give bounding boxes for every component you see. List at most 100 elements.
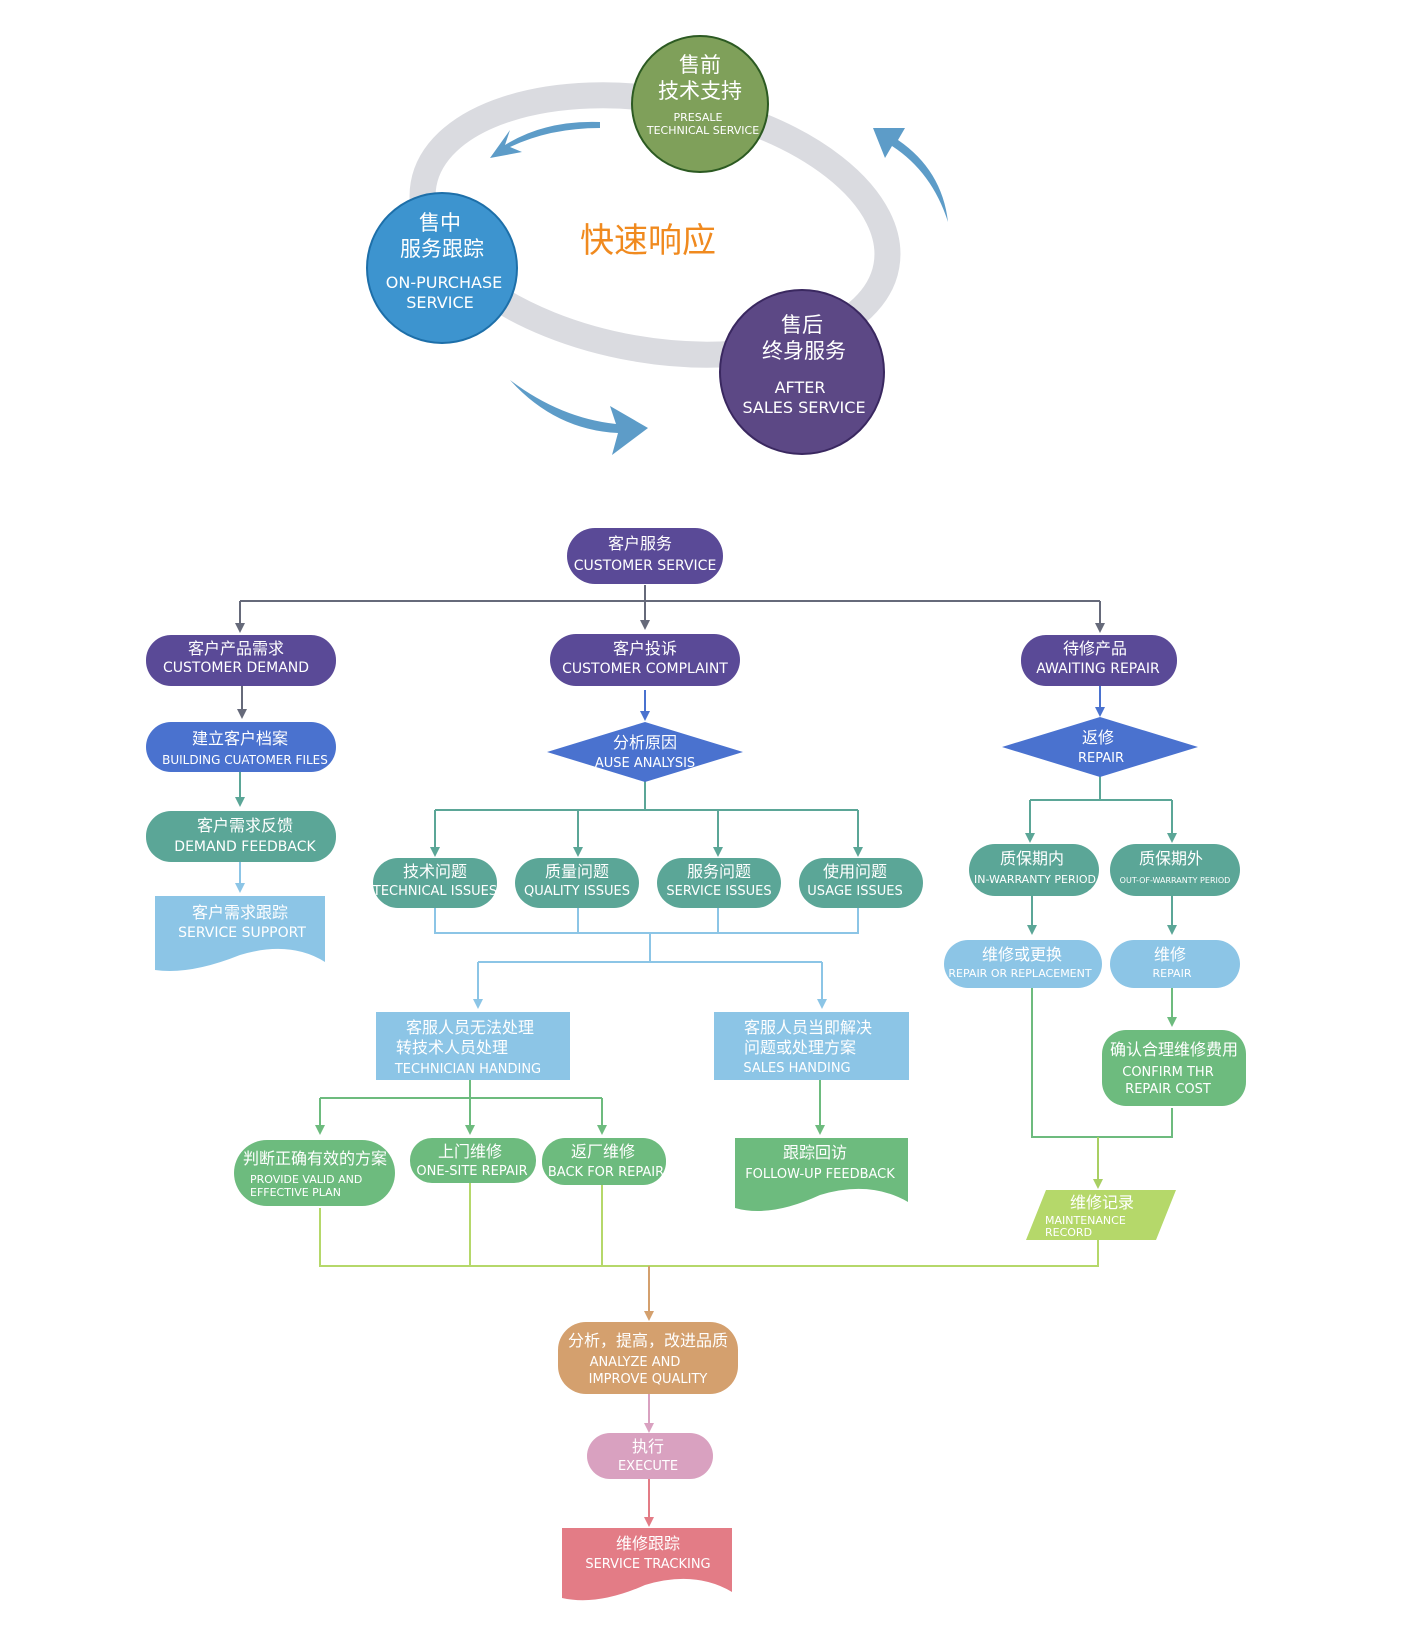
node-followup-feedback: 跟踪回访 FOLLOW-UP FEEDBACK xyxy=(735,1138,908,1212)
flow-service_issues-zh-label: 服务问题 xyxy=(687,862,751,881)
cycle-arrow-bottom xyxy=(510,380,648,455)
node-building-files: 建立客户档案 BUILDING CUATOMER FILES xyxy=(146,722,336,772)
flow-technician_handing-en-label: TECHNICIAN HANDING xyxy=(394,1062,541,1077)
flow-confirm_cost-zh-label: 确认合理维修费用 xyxy=(1110,1040,1238,1059)
flow-customer_service-en-label: CUSTOMER SERVICE xyxy=(574,558,717,574)
flow-building_files-en-label: BUILDING CUATOMER FILES xyxy=(162,753,328,767)
presale-zh-1: 售前 xyxy=(679,53,721,77)
connector-replacement-record xyxy=(1031,988,1173,1138)
flow-customer_complaint-zh-label: 客户投诉 xyxy=(613,639,677,658)
flow-quality_issues-zh-label: 质量问题 xyxy=(545,862,609,881)
flow-technical_issues-zh-label: 技术问题 xyxy=(403,862,467,881)
node-onsite-repair: 上门维修 ONE-SITE REPAIR xyxy=(410,1138,536,1183)
flow-customer_demand-en-label: CUSTOMER DEMAND xyxy=(163,660,309,676)
node-service-issues: 服务问题 SERVICE ISSUES xyxy=(657,858,781,908)
node-analyze-improve: 分析，提高，改进品质 ANALYZE AND IMPROVE QUALITY xyxy=(558,1322,738,1394)
cycle-section: 快速响应 售前 技术支持 PRESALE TECHNICAL SERVICE 售… xyxy=(366,35,948,455)
flow-repair_replacement-zh-label: 维修或更换 xyxy=(982,945,1062,964)
flow-repair-zh-label: 返修 xyxy=(1082,728,1114,747)
flow-service_support-zh-label: 客户需求跟踪 xyxy=(192,903,288,922)
flow-technical_issues-en-label: TECHNICAL ISSUES xyxy=(372,884,497,899)
flow-nodes: 客户服务 CUSTOMER SERVICE 客户产品需求 CUSTOMER DE… xyxy=(146,528,1246,1601)
flow-followup_feedback-zh-label: 跟踪回访 xyxy=(783,1143,847,1162)
flow-back_repair-zh-label: 返厂维修 xyxy=(571,1142,635,1161)
flow-analyze_improve-zh-label: 分析，提高，改进品质 xyxy=(568,1331,728,1350)
flow-awaiting_repair-zh-label: 待修产品 xyxy=(1063,639,1127,658)
flow-cause_analysis-en-label: AUSE ANALYSIS xyxy=(595,756,695,771)
node-customer-complaint: 客户投诉 CUSTOMER COMPLAINT xyxy=(550,634,740,686)
flow-service_tracking-zh-label: 维修跟踪 xyxy=(616,1534,680,1553)
cycle-arrow-top-left xyxy=(490,121,600,158)
flow-sales_handing-zh-1-label: 问题或处理方案 xyxy=(744,1038,856,1057)
node-service-tracking: 维修跟踪 SERVICE TRACKING xyxy=(562,1528,732,1601)
node-cause-analysis: 分析原因 AUSE ANALYSIS xyxy=(547,722,743,782)
presale-node: 售前 技术支持 PRESALE TECHNICAL SERVICE xyxy=(631,35,769,173)
after-sales-zh-2: 终身服务 xyxy=(762,339,846,363)
flow-customer_demand-zh-label: 客户产品需求 xyxy=(188,639,284,658)
node-customer-demand: 客户产品需求 CUSTOMER DEMAND xyxy=(146,635,336,686)
flow-sales_handing-en-label: SALES HANDING xyxy=(743,1061,850,1076)
node-repair-out: 维修 REPAIR xyxy=(1110,940,1240,988)
flow-in_warranty-en-label: IN-WARRANTY PERIOD xyxy=(974,873,1096,886)
flow-out_warranty-en-label: OUT-OF-WARRANTY PERIOD xyxy=(1120,876,1231,885)
node-repair-diamond: 返修 REPAIR xyxy=(1002,717,1198,777)
flow-maintenance_record-zh-label: 维修记录 xyxy=(1070,1193,1134,1212)
flow-execute-zh-label: 执行 xyxy=(632,1437,664,1456)
flow-repair2-en-label: REPAIR xyxy=(1153,967,1192,980)
flow-analyze_improve-en-1-label: IMPROVE QUALITY xyxy=(589,1372,708,1387)
node-demand-feedback: 客户需求反馈 DEMAND FEEDBACK xyxy=(146,811,336,862)
on-purchase-en-1: ON-PURCHASE xyxy=(386,273,502,292)
node-customer-service: 客户服务 CUSTOMER SERVICE xyxy=(567,528,723,584)
node-sales-handing: 客服人员当即解决 问题或处理方案 SALES HANDING xyxy=(714,1012,909,1080)
flow-building_files-zh-label: 建立客户档案 xyxy=(192,729,288,748)
valid-plan-en-1: PROVIDE VALID AND xyxy=(250,1173,362,1186)
on-purchase-en-2: SERVICE xyxy=(406,293,473,312)
node-service-support: 客户需求跟踪 SERVICE SUPPORT xyxy=(155,896,325,971)
node-awaiting-repair: 待修产品 AWAITING REPAIR xyxy=(1021,635,1177,686)
flow-onsite_repair-en-label: ONE-SITE REPAIR xyxy=(416,1164,527,1179)
node-in-warranty: 质保期内 IN-WARRANTY PERIOD xyxy=(969,844,1099,896)
node-technician-handing: 客服人员无法处理 转技术人员处理 TECHNICIAN HANDING xyxy=(376,1012,570,1080)
connector-bottom-merge xyxy=(319,1174,1099,1267)
flow-out_warranty-zh-label: 质保期外 xyxy=(1139,849,1203,868)
node-technical-issues: 技术问题 TECHNICAL ISSUES xyxy=(372,858,497,908)
flow-cause_analysis-zh-label: 分析原因 xyxy=(613,733,677,752)
flow-valid_plan-zh-label: 判断正确有效的方案 xyxy=(243,1149,387,1168)
node-out-warranty: 质保期外 OUT-OF-WARRANTY PERIOD xyxy=(1110,844,1240,896)
flow-demand_feedback-en-label: DEMAND FEEDBACK xyxy=(174,839,316,855)
after-sales-node: 售后 终身服务 AFTER SALES SERVICE xyxy=(719,289,885,455)
node-maintenance-record: 维修记录 MAINTENANCE RECORD xyxy=(1026,1190,1176,1240)
flow-technician_handing-zh-1-label: 转技术人员处理 xyxy=(396,1038,508,1057)
node-repair-replacement: 维修或更换 REPAIR OR REPLACEMENT xyxy=(944,940,1102,988)
maintenance-en-1: MAINTENANCE xyxy=(1045,1214,1126,1227)
flow-in_warranty-zh-label: 质保期内 xyxy=(1000,849,1064,868)
presale-en-2: TECHNICAL SERVICE xyxy=(646,124,759,137)
flow-customer_complaint-en-label: CUSTOMER COMPLAINT xyxy=(562,661,728,677)
flow-customer_service-zh-label: 客户服务 xyxy=(608,534,672,553)
on-purchase-node: 售中 服务跟踪 ON-PURCHASE SERVICE xyxy=(366,192,518,344)
flow-onsite_repair-zh-label: 上门维修 xyxy=(438,1142,502,1161)
flow-service_tracking-en-label: SERVICE TRACKING xyxy=(585,1557,710,1572)
flow-analyze_improve-en-0-label: ANALYZE AND xyxy=(590,1355,681,1370)
flow-repair_replacement-en-label: REPAIR OR REPLACEMENT xyxy=(948,967,1091,980)
flow-confirm_cost-en-1-label: REPAIR COST xyxy=(1125,1082,1211,1097)
flow-service_issues-en-label: SERVICE ISSUES xyxy=(666,884,771,899)
flow-connectors xyxy=(235,585,1177,1527)
flow-back_repair-en-label: BACK FOR REPAIR xyxy=(548,1165,664,1180)
node-execute: 执行 EXECUTE xyxy=(587,1433,713,1479)
flow-service_support-en-label: SERVICE SUPPORT xyxy=(178,925,306,941)
flow-usage_issues-zh-label: 使用问题 xyxy=(823,862,887,881)
flow-demand_feedback-zh-label: 客户需求反馈 xyxy=(197,816,293,835)
connector-issues-merge xyxy=(434,906,859,934)
on-purchase-zh-1: 售中 xyxy=(419,211,461,235)
flow-sales_handing-zh-0-label: 客服人员当即解决 xyxy=(744,1018,872,1037)
after-sales-en-2: SALES SERVICE xyxy=(742,398,865,417)
valid-plan-en-2: EFFECTIVE PLAN xyxy=(250,1186,341,1199)
presale-zh-2: 技术支持 xyxy=(658,79,742,103)
node-valid-plan: 判断正确有效的方案 PROVIDE VALID AND EFFECTIVE PL… xyxy=(234,1140,395,1206)
flow-followup_feedback-en-label: FOLLOW-UP FEEDBACK xyxy=(745,1167,895,1182)
flow-confirm_cost-en-0-label: CONFIRM THR xyxy=(1122,1065,1213,1080)
flow-execute-en-label: EXECUTE xyxy=(618,1459,678,1474)
flow-usage_issues-en-label: USAGE ISSUES xyxy=(807,884,902,899)
